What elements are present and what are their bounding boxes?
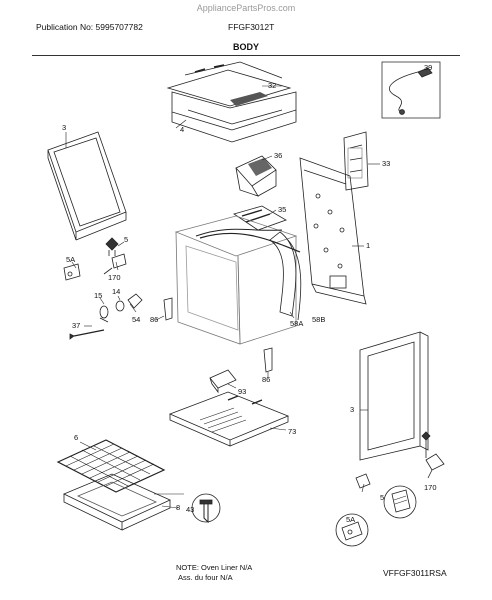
callout-33: 33 (382, 159, 390, 168)
part-54-tube (127, 293, 143, 309)
callout-3-left: 3 (62, 123, 66, 132)
leader-lines (65, 85, 380, 509)
part-36-control-housing (235, 155, 277, 197)
part-39-power-cord (381, 61, 441, 119)
callout-36: 36 (274, 151, 282, 160)
callout-5A-right: 5A (346, 515, 355, 524)
callout-4: 4 (180, 125, 184, 134)
part-5-hinge-left (105, 237, 119, 256)
callout-32: 32 (268, 81, 276, 90)
part-1-back-panel (299, 157, 367, 305)
publication-number: Publication No: 5995707782 (36, 22, 143, 32)
callout-37: 37 (72, 321, 80, 330)
callout-35: 35 (278, 205, 286, 214)
part-6-oven-rack (56, 439, 166, 493)
callout-14: 14 (112, 287, 120, 296)
note-oven-liner-french: Ass. du four N/A (178, 573, 233, 582)
callout-43: 43 (186, 505, 194, 514)
callout-5-right: 5 (380, 493, 384, 502)
callout-58B: 58B (312, 315, 325, 324)
part-86-clip-lower (263, 347, 273, 373)
note-oven-liner: NOTE: Oven Liner N/A (176, 563, 253, 572)
callout-5A-left: 5A (66, 255, 75, 264)
callout-170-left: 170 (108, 273, 121, 282)
callout-58A: 58A (290, 319, 303, 328)
callout-86-left: 86 (150, 315, 158, 324)
part-32-top-bracket (166, 61, 292, 107)
model-number: FFGF3012T (228, 22, 275, 32)
part-93-bracket (209, 369, 237, 394)
callout-8: 8 (176, 503, 180, 512)
oven-body-frame (174, 215, 301, 345)
callout-86-lower: 86 (262, 375, 270, 384)
part-3-left-side-panel (47, 131, 127, 241)
callout-6: 6 (74, 433, 78, 442)
part-8-broiler-pan (63, 473, 171, 531)
part-170-hinge-receiver-left (103, 253, 127, 275)
part-hinge-pin-right (421, 431, 431, 458)
section-title: BODY (232, 42, 259, 52)
header-rule (32, 55, 460, 56)
callout-3-right: 3 (350, 405, 354, 414)
part-37-screw (69, 329, 105, 340)
callout-5-left: 5 (124, 235, 128, 244)
part-15-valve (99, 305, 109, 323)
part-14-fitting (115, 300, 125, 312)
part-33-rear-cover (343, 131, 369, 191)
part-58-insulation (269, 231, 302, 321)
part-hinge-bracket-right (355, 473, 371, 489)
part-86-clip-left (163, 297, 173, 321)
part-73-oven-bottom (168, 391, 290, 447)
callout-170-right: 170 (424, 483, 437, 492)
part-5-hinge-right (383, 485, 417, 519)
watermark: AppliancePartsPros.com (196, 3, 296, 13)
callout-93: 93 (238, 387, 246, 396)
callout-73: 73 (288, 427, 296, 436)
callout-1: 1 (366, 241, 370, 250)
part-3-right-side-panel (359, 331, 429, 461)
callout-39: 39 (424, 63, 432, 72)
part-4-top-panel (171, 91, 297, 143)
callout-15: 15 (94, 291, 102, 300)
callout-54: 54 (132, 315, 140, 324)
diagram-code: VFFGF3011RSA (383, 568, 447, 578)
part-5A-hinge-right (335, 513, 369, 547)
part-5A-hinge-left (63, 263, 81, 281)
part-43-screw (191, 493, 221, 524)
part-170-hinge-receiver-right (425, 453, 445, 479)
